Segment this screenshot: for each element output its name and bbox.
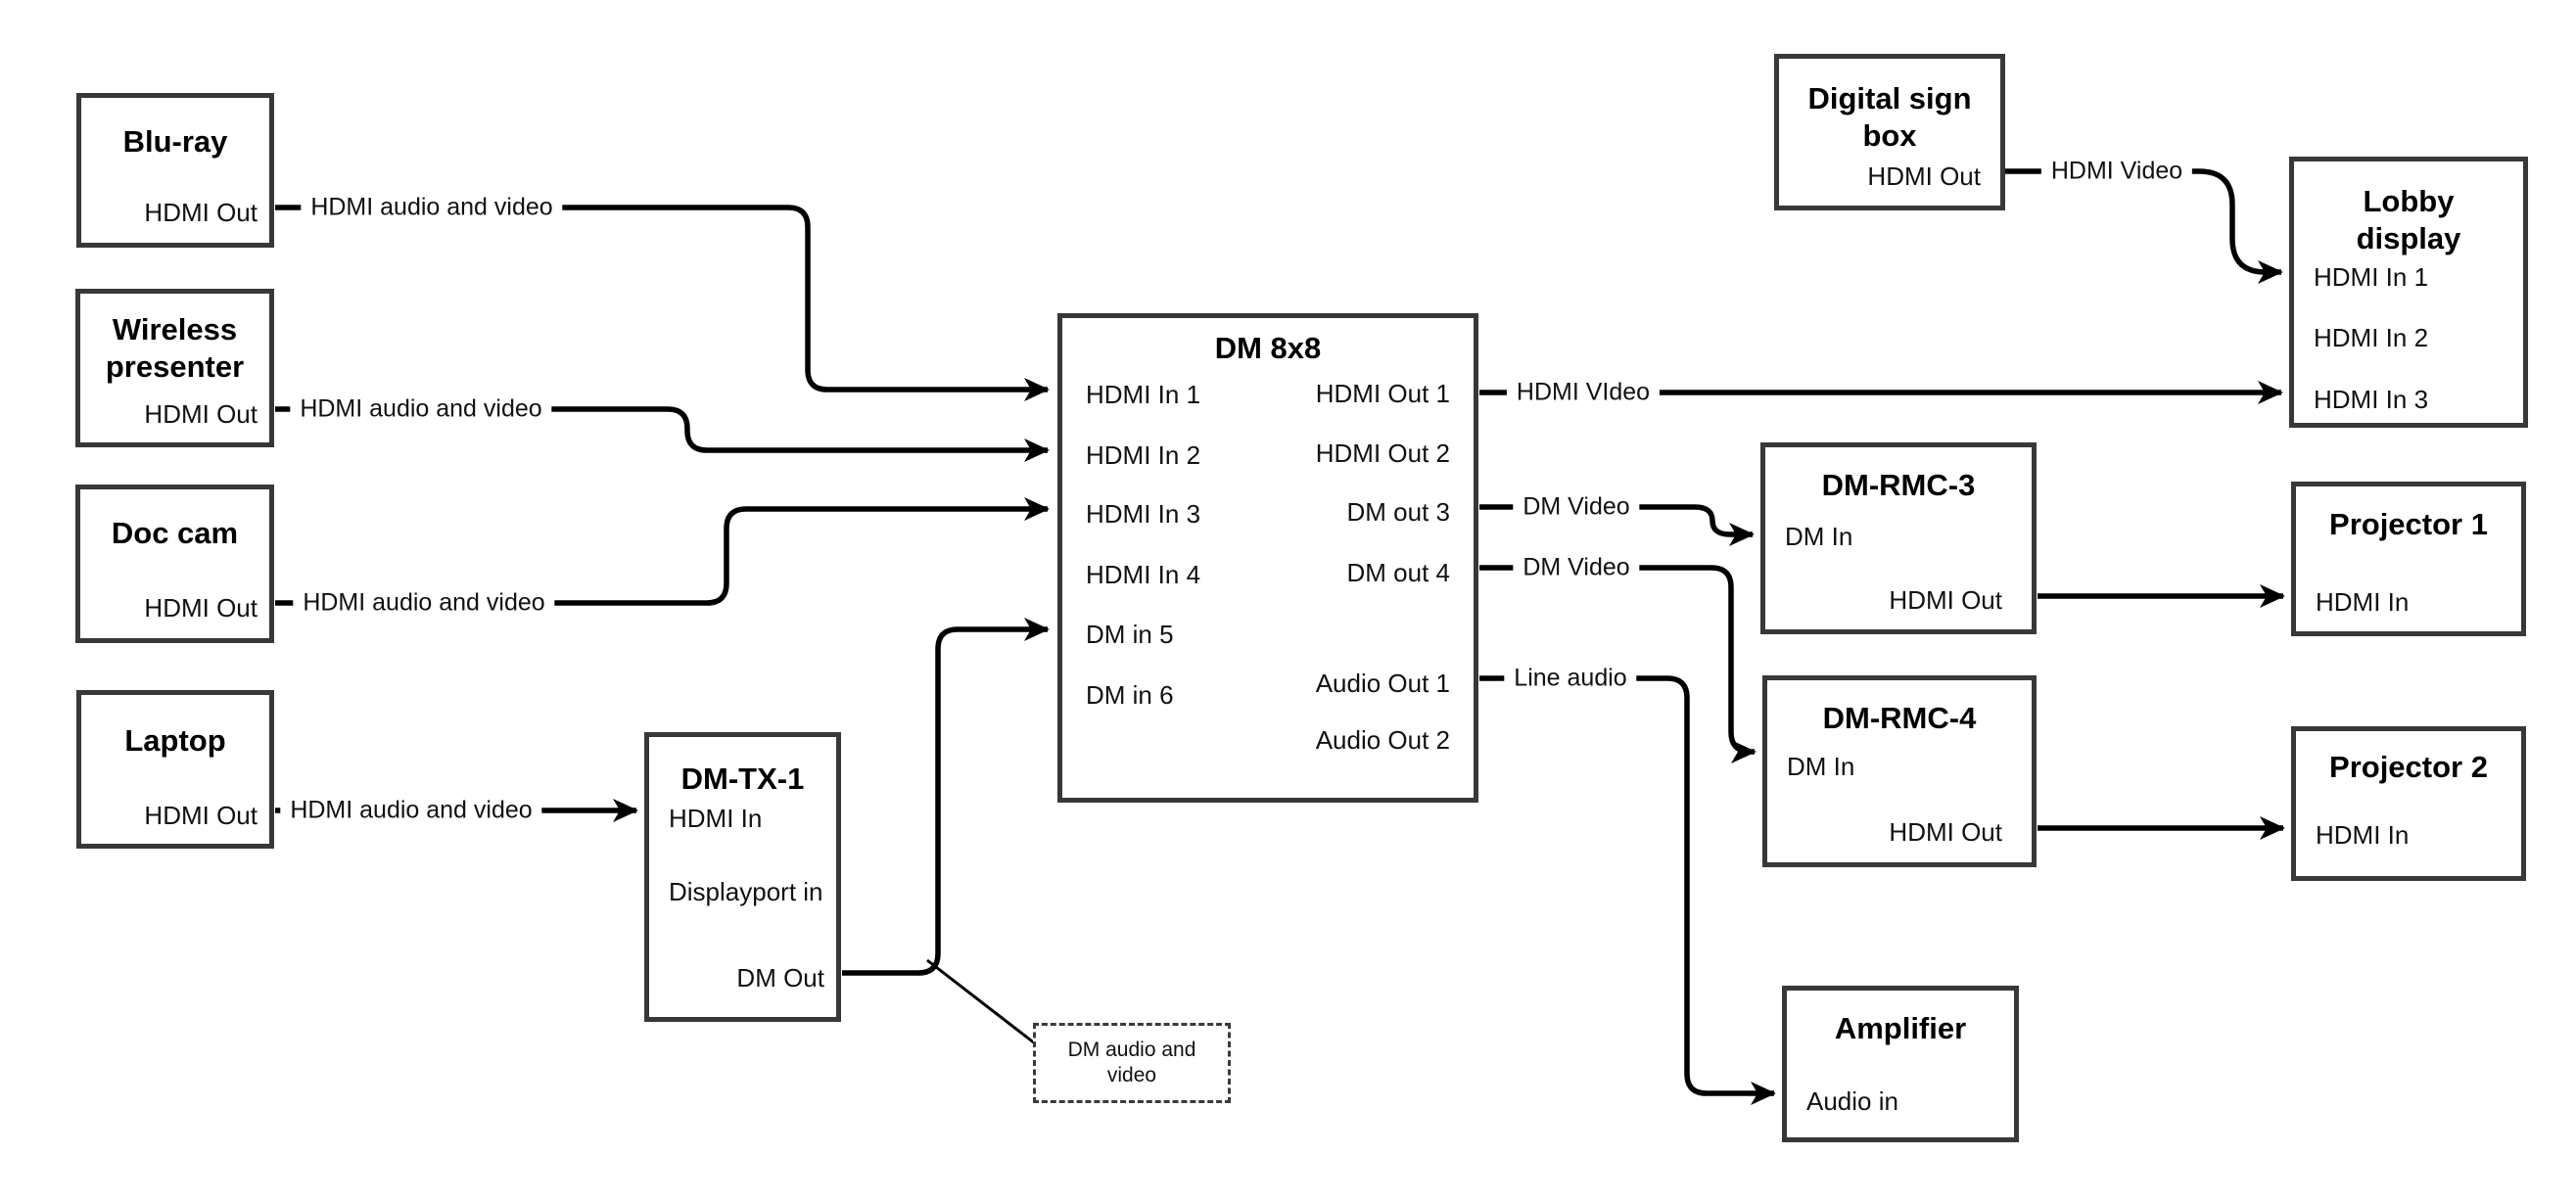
port-hdmi-in-2: HDMI In 2 [1086,440,1201,470]
node-title: DM 8x8 [1214,331,1322,365]
callout-leader-line [926,958,1036,1045]
node-title: Blu-ray [122,124,228,159]
port-displayport-in: Displayport in [669,877,823,906]
edge-label-dm-video-out3: DM Video [1513,490,1640,524]
port-dm-out: DM Out [736,963,824,993]
node-blu-ray: Blu-ray HDMI Out [76,93,274,248]
port-dm-out-4: DM out 4 [1346,558,1451,587]
port-hdmi-in-1: HDMI In 1 [2314,262,2429,292]
port-hdmi-out-2: HDMI Out 2 [1315,439,1450,468]
edge-label-line-audio: Line audio [1504,662,1637,695]
port-hdmi-out-1: HDMI Out 1 [1315,379,1450,408]
node-dm-tx-1: DM-TX-1 HDMI In Displayport in DM Out [644,732,841,1022]
connector-dm8x8-out3-to-dmrmc3 [1479,504,1755,546]
edge-label-bluray-signal: HDMI audio and video [301,191,563,224]
port-hdmi-out: HDMI Out [1889,817,2002,847]
node-title: DM-RMC-3 [1821,468,1976,502]
connector-dm8x8-audio1-to-amplifier [1479,675,1776,1105]
connector-doccam-to-dm8x8-in3 [275,497,1050,606]
node-dm-rmc-3: DM-RMC-3 DM In HDMI Out [1760,442,2037,634]
node-amplifier: Amplifier Audio in [1782,986,2019,1142]
node-doc-cam: Doc cam HDMI Out [75,485,274,643]
node-dm-8x8: DM 8x8 HDMI In 1 HDMI In 2 HDMI In 3 HDM… [1057,313,1478,803]
node-title: Wireless presenter [105,312,245,384]
port-audio-in: Audio in [1806,1086,1898,1116]
node-lobby-display: Lobby display HDMI In 1 HDMI In 2 HDMI I… [2289,157,2528,428]
node-title: Lobby display [2356,184,2461,255]
edge-label-wireless-signal: HDMI audio and video [290,393,552,426]
port-hdmi-in-1: HDMI In 1 [1086,380,1201,409]
node-title: DM-RMC-4 [1822,701,1977,735]
node-title: DM-TX-1 [680,762,805,796]
connector-digitalsign-to-lobby-in1 [2003,168,2283,284]
edge-label-dm-video-out4: DM Video [1513,551,1640,584]
port-dm-out-3: DM out 3 [1346,497,1451,527]
port-hdmi-in-2: HDMI In 2 [2314,323,2429,352]
edge-label-laptop-signal: HDMI audio and video [280,794,542,827]
edge-label-hdmi-video-out1: HDMI VIdeo [1506,376,1661,409]
node-wireless-presenter: Wireless presenter HDMI Out [75,289,274,447]
port-hdmi-in: HDMI In [669,804,763,833]
node-projector-2: Projector 2 HDMI In [2291,726,2526,881]
connector-wireless-to-dm8x8-in2 [275,406,1050,462]
node-digital-sign-box: Digital sign box HDMI Out [1774,54,2005,210]
callout-dm-audio-video: DM audio and video [1033,1023,1231,1103]
port-hdmi-in-3: HDMI In 3 [2314,385,2429,414]
port-audio-out-2: Audio Out 2 [1315,725,1450,755]
node-title: Digital sign box [1807,81,1972,153]
port-hdmi-out: HDMI Out [1867,162,1981,191]
port-audio-out-1: Audio Out 1 [1315,669,1450,698]
node-title: Doc cam [111,516,239,550]
port-hdmi-in: HDMI In [2316,820,2410,850]
port-hdmi-out: HDMI Out [144,593,258,623]
port-dm-in-5: DM in 5 [1086,620,1174,649]
node-title: Amplifier [1834,1011,1967,1045]
edge-label-hdmi-video-sign: HDMI Video [2040,155,2193,188]
node-projector-1: Projector 1 HDMI In [2291,482,2526,636]
node-title: Projector 1 [2329,507,2488,541]
port-hdmi-out: HDMI Out [144,801,258,830]
port-hdmi-in-3: HDMI In 3 [1086,499,1201,529]
node-title: Laptop [124,723,226,758]
node-dm-rmc-4: DM-RMC-4 DM In HDMI Out [1762,675,2037,867]
edge-label-doccam-signal: HDMI audio and video [293,586,555,620]
port-hdmi-out: HDMI Out [144,198,258,227]
node-title: Projector 2 [2329,750,2488,784]
connector-bluray-to-dm8x8-in1 [275,205,1050,401]
port-hdmi-out: HDMI Out [144,399,258,429]
port-dm-in: DM In [1785,522,1853,551]
port-dm-in-6: DM in 6 [1086,680,1174,710]
connector-dm8x8-out4-to-dmrmc4 [1479,565,1756,763]
connector-dmtx1-to-dm8x8-in5 [842,618,1050,976]
node-laptop: Laptop HDMI Out [76,690,274,849]
port-hdmi-in: HDMI In [2316,587,2410,617]
port-hdmi-in-4: HDMI In 4 [1086,560,1201,589]
port-dm-in: DM In [1787,752,1855,781]
port-hdmi-out: HDMI Out [1889,585,2002,615]
